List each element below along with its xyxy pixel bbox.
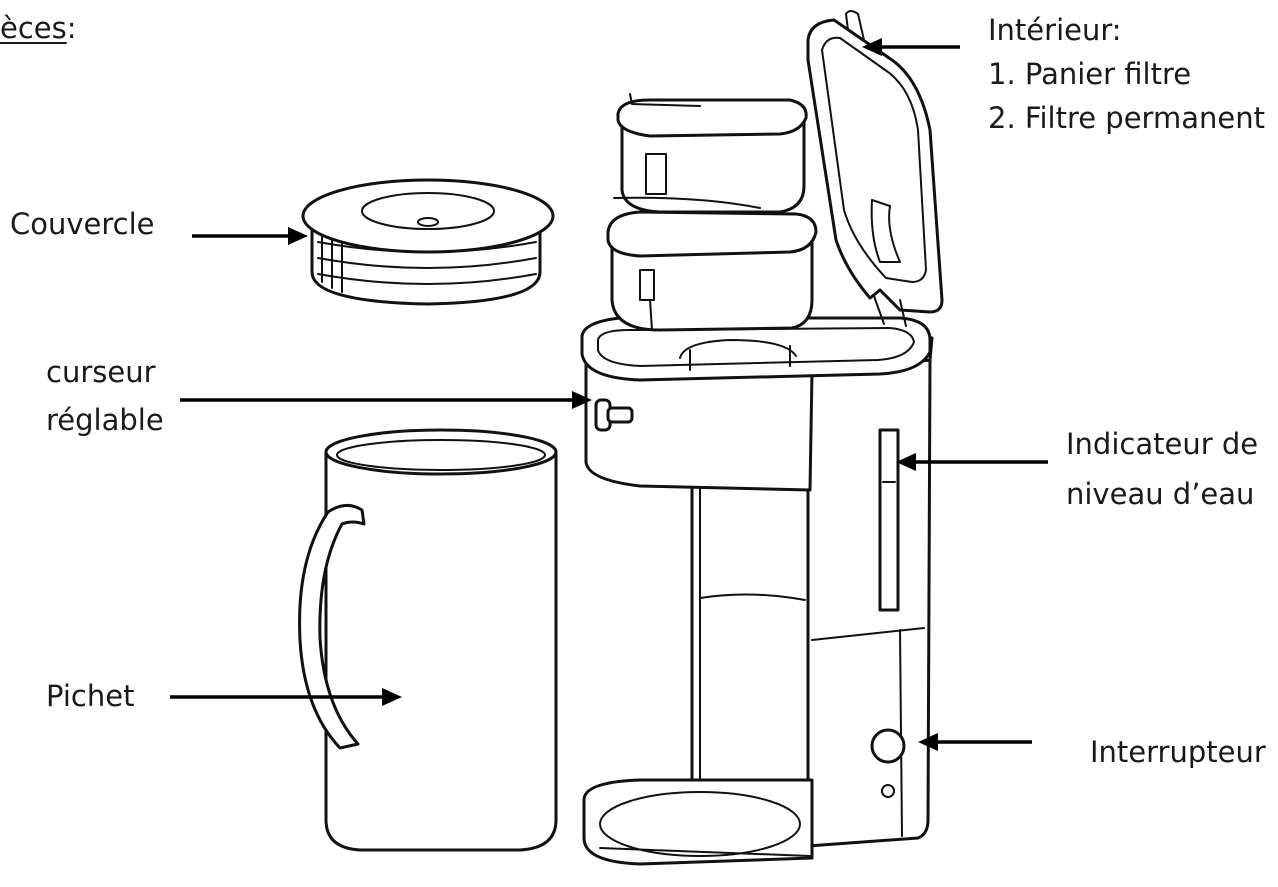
water-level-label-line-2: niveau d’eau	[1066, 477, 1255, 511]
water-level-label-line-1: Indicateur de	[1066, 427, 1259, 461]
arrow-water-level	[896, 453, 1048, 471]
pitcher-drawing	[298, 428, 558, 852]
lid-drawing	[301, 178, 555, 306]
section-heading-colon: :	[66, 11, 77, 45]
arrow-lid	[192, 227, 308, 245]
filter-basket-drawing	[616, 93, 808, 214]
interior-item-permanent-filter: 2. Filtre permanent	[988, 101, 1265, 135]
switch-label: Interrupteur	[1090, 735, 1266, 769]
arrow-pitcher	[170, 688, 402, 706]
pitcher-label: Pichet	[46, 679, 135, 713]
lid-label: Couvercle	[10, 207, 155, 241]
arrow-switch	[918, 733, 1032, 751]
permanent-filter-drawing	[606, 196, 818, 332]
interior-title-label: Intérieur:	[988, 13, 1122, 47]
section-heading: èces:	[0, 4, 77, 52]
slider-label-line-2: réglable	[46, 403, 164, 437]
top-lid-drawing	[806, 10, 944, 327]
slider-label-line-1: curseur	[46, 355, 156, 389]
arrow-interior	[862, 38, 960, 56]
coffee-maker-drawing	[580, 316, 934, 866]
arrow-slider	[180, 391, 592, 409]
section-heading-text: èces	[0, 11, 67, 45]
interior-item-filter-basket: 1. Panier filtre	[988, 57, 1192, 91]
